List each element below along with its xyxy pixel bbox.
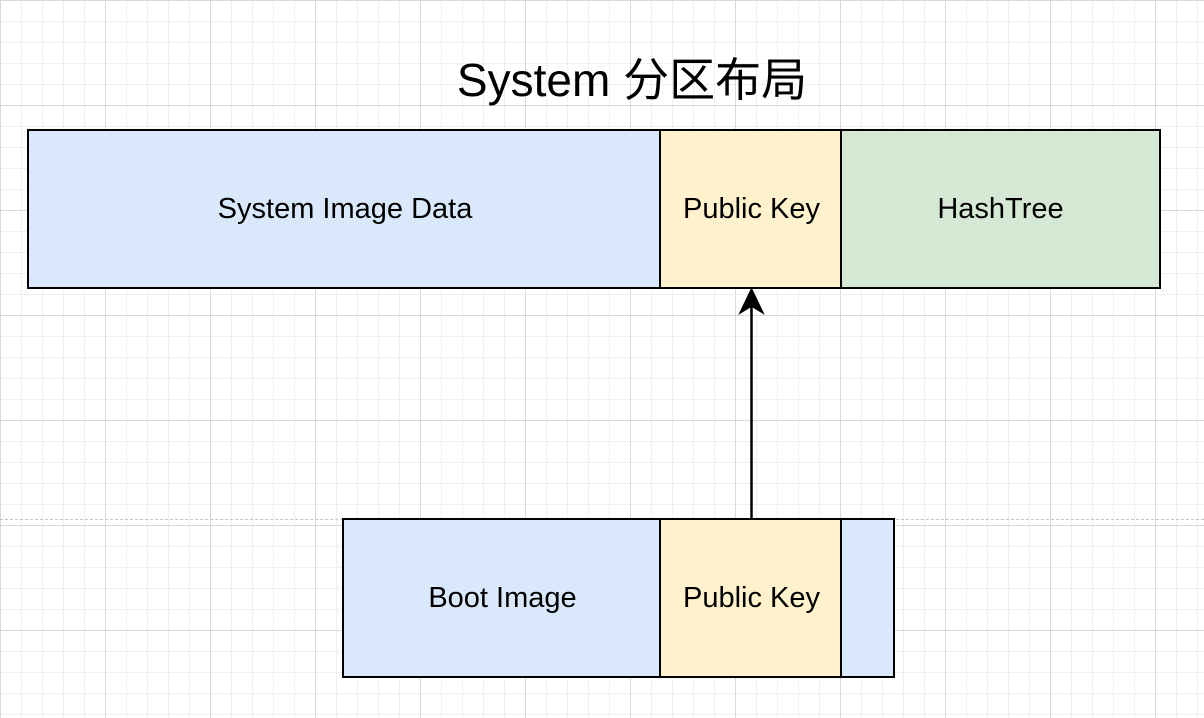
hashtree-block[interactable]: HashTree [840, 129, 1161, 289]
boot-public-key-label: Public Key [682, 581, 820, 614]
boot-image-block[interactable]: Boot Image [342, 518, 663, 678]
boot-public-key-block[interactable]: Public Key [659, 518, 844, 678]
system-public-key-block[interactable]: Public Key [659, 129, 844, 289]
system-image-data-block[interactable]: System Image Data [27, 129, 663, 289]
boot-image-label: Boot Image [428, 581, 577, 614]
boot-trailing-segment[interactable] [840, 518, 895, 678]
arrowhead-icon [738, 287, 765, 315]
system-public-key-label: Public Key [682, 192, 820, 225]
diagram-title: System 分区布局 [456, 54, 808, 106]
system-image-data-label: System Image Data [217, 192, 473, 225]
hashtree-label: HashTree [937, 192, 1064, 225]
